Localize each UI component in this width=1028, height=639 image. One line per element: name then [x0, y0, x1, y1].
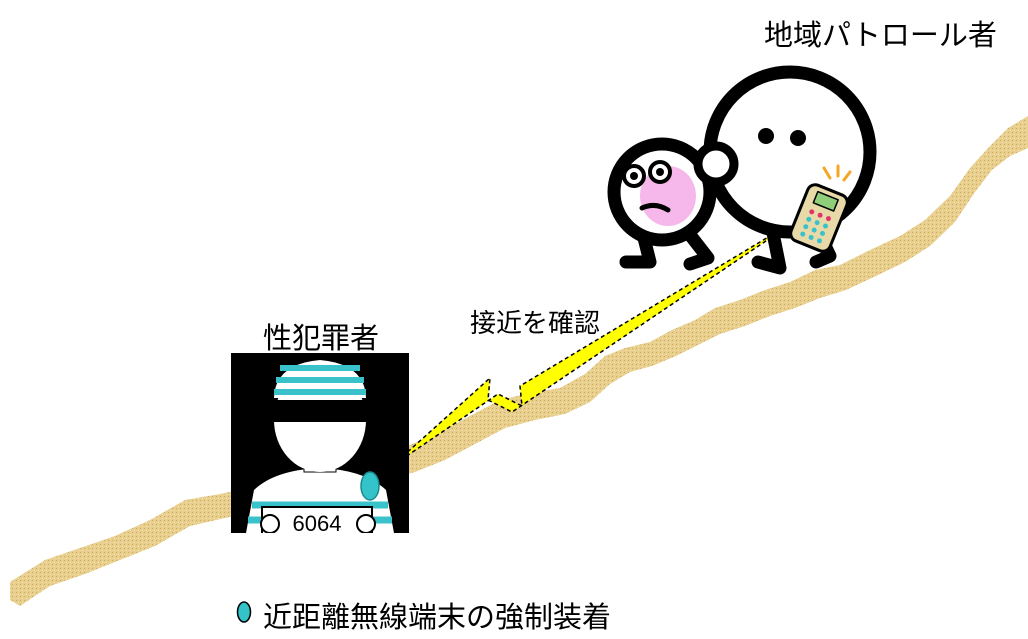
patrol-eye: [758, 128, 774, 144]
patrol-fist: [693, 141, 739, 187]
offender-label: 性犯罪者: [263, 321, 380, 355]
mobile-phone: [789, 164, 852, 253]
legend-device-icon: [236, 601, 252, 623]
badge-number: 6064: [293, 511, 342, 536]
confirm-label: 接近を確認: [470, 309, 601, 339]
wireless-device: [360, 471, 380, 501]
patrol-eye: [790, 130, 806, 146]
companion-mouth: [639, 202, 671, 213]
legend-label: 近距離無線端末の強制装着: [263, 600, 612, 634]
patrol-figure: [607, 65, 877, 275]
patrol-label: 地域パトロール者: [764, 18, 997, 52]
offender-figure: 6064: [231, 353, 409, 536]
ground-path: [10, 116, 1028, 606]
